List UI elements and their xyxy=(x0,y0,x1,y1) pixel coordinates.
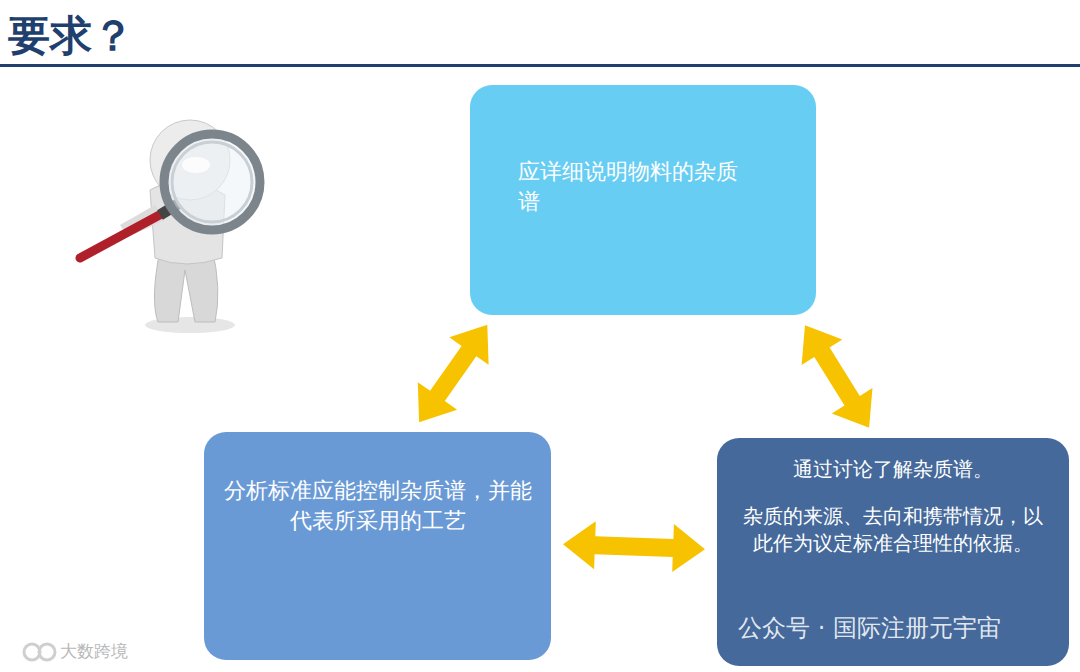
logo-icon xyxy=(24,644,55,660)
left-box: 分析标准应能控制杂质谱，并能代表所采用的工艺 xyxy=(204,432,551,660)
double-arrow xyxy=(563,521,705,572)
watermark: 公众号 · 国际注册元宇宙 xyxy=(738,612,1001,644)
figure-with-magnifier xyxy=(80,120,260,333)
top-box: 应详细说明物料的杂质谱 xyxy=(470,85,816,315)
box-body: 杂质的来源、去向和携带情况，以此作为议定标准合理性的依据。 xyxy=(738,503,1048,557)
box-text: 分析标准应能控制杂质谱，并能代表所采用的工艺 xyxy=(223,476,533,535)
watermark-logo-text: 大数跨境 xyxy=(60,640,128,663)
box-text: 通过讨论了解杂质谱。 xyxy=(738,456,1048,483)
double-arrow xyxy=(418,325,489,422)
box-text: 应详细说明物料的杂质谱 xyxy=(518,157,758,216)
arrow-shape xyxy=(802,325,873,428)
double-arrow xyxy=(802,325,873,428)
arrow-shape xyxy=(563,521,705,572)
slide-title: 要求？ xyxy=(8,8,134,64)
title-rule xyxy=(0,64,1080,67)
arrow-shape xyxy=(418,325,489,422)
